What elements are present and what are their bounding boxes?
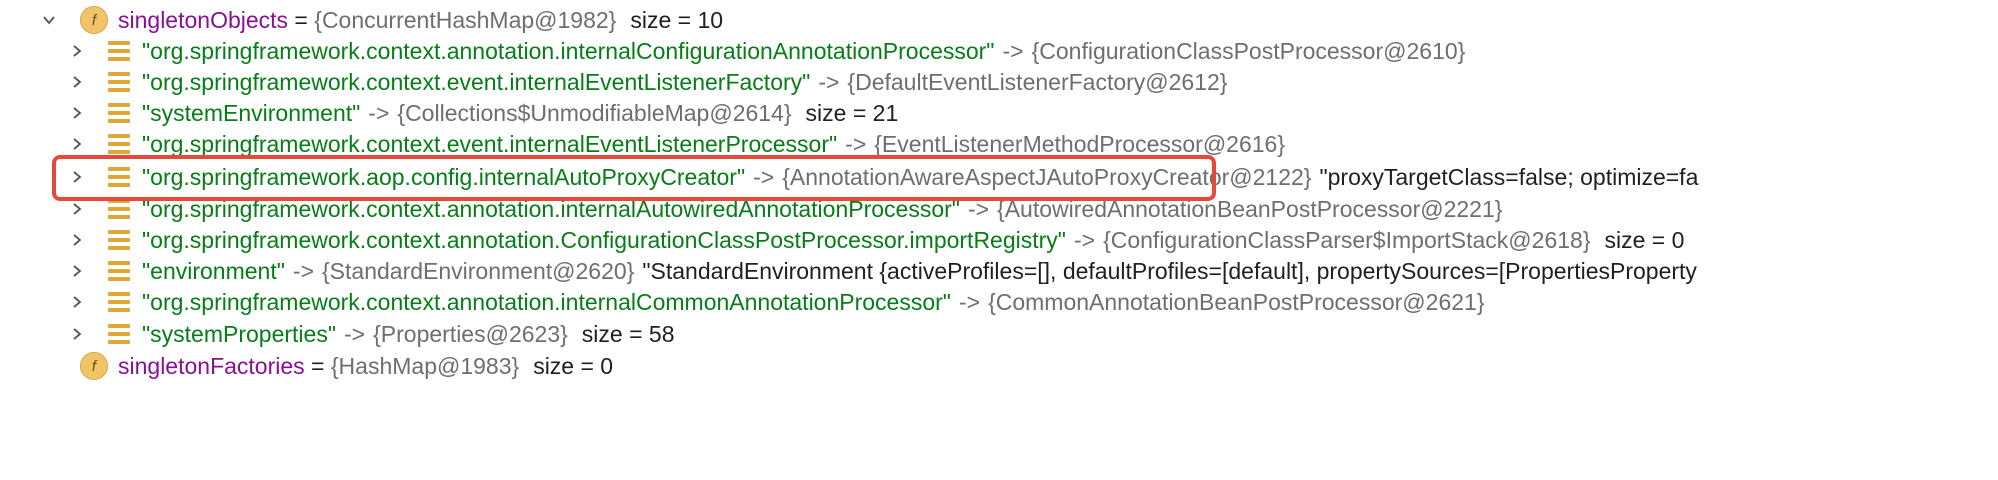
field-icon: f — [80, 352, 108, 380]
entry-value: {Properties@2623} — [373, 320, 568, 347]
chevron-right-icon[interactable] — [68, 200, 86, 218]
entry-arrow: -> — [1002, 37, 1024, 64]
tree-row-entry-highlighted[interactable]: "org.springframework.aop.config.internal… — [0, 157, 1998, 197]
entry-arrow: -> — [845, 130, 867, 157]
entry-arrow: -> — [344, 320, 366, 347]
entry-arrow: -> — [818, 68, 840, 95]
tree-row-entry[interactable]: "org.springframework.context.event.inter… — [0, 62, 1998, 102]
tree-row-entry[interactable]: "org.springframework.context.event.inter… — [0, 124, 1998, 164]
field-value: {ConcurrentHashMap@1982} — [314, 6, 617, 33]
entry-value: {AnnotationAwareAspectJAutoProxyCreator@… — [782, 163, 1312, 190]
entry-value: {AutowiredAnnotationBeanPostProcessor@22… — [997, 195, 1503, 222]
field-value: {HashMap@1983} — [330, 352, 520, 379]
field-name: singletonObjects — [118, 6, 289, 33]
tree-row-entry[interactable]: "systemProperties" -> {Properties@2623} … — [0, 314, 1998, 354]
entry-key: "org.springframework.context.annotation.… — [142, 288, 951, 315]
entry-extra: size = 58 — [581, 320, 675, 347]
map-entry-icon — [108, 133, 130, 155]
chevron-right-icon[interactable] — [68, 135, 86, 153]
chevron-right-icon[interactable] — [68, 262, 86, 280]
entry-key: "environment" — [142, 257, 285, 284]
chevron-right-icon[interactable] — [68, 293, 86, 311]
map-entry-icon — [108, 229, 130, 251]
tree-row-entry[interactable]: "org.springframework.context.annotation.… — [0, 31, 1998, 71]
entry-key: "org.springframework.context.annotation.… — [142, 226, 1066, 253]
map-entry-icon — [108, 291, 130, 313]
field-name: singletonFactories — [118, 352, 305, 379]
entry-key: "org.springframework.aop.config.internal… — [142, 163, 746, 190]
entry-extra: "proxyTargetClass=false; optimize=fa — [1319, 163, 1699, 190]
field-icon: f — [80, 6, 108, 34]
equals-sign: = — [288, 6, 315, 33]
entry-value: {DefaultEventListenerFactory@2612} — [847, 68, 1228, 95]
entry-extra: size = 21 — [805, 99, 899, 126]
entry-key: "systemEnvironment" — [142, 99, 361, 126]
tree-row-entry[interactable]: "environment" -> {StandardEnvironment@26… — [0, 251, 1998, 291]
chevron-right-icon[interactable] — [68, 73, 86, 91]
map-entry-icon — [108, 166, 130, 188]
entry-value: {EventListenerMethodProcessor@2616} — [874, 130, 1286, 157]
entry-arrow: -> — [958, 288, 981, 315]
tree-row-singleton-factories[interactable]: f singletonFactories = {HashMap@1983} si… — [0, 346, 1998, 386]
map-entry-icon — [108, 40, 130, 62]
entry-key: "org.springframework.context.event.inter… — [142, 68, 811, 95]
tree-row-singleton-objects[interactable]: f singletonObjects = {ConcurrentHashMap@… — [0, 0, 1998, 40]
entry-value: {StandardEnvironment@2620} — [322, 257, 635, 284]
entry-key: "org.springframework.context.annotation.… — [142, 195, 960, 222]
map-entry-icon — [108, 260, 130, 282]
chevron-right-icon[interactable] — [68, 168, 86, 186]
tree-row-entry[interactable]: "systemEnvironment" -> {Collections$Unmo… — [0, 93, 1998, 133]
entry-extra: "StandardEnvironment {activeProfiles=[],… — [642, 257, 1697, 284]
entry-arrow: -> — [1073, 226, 1096, 253]
map-entry-icon — [108, 198, 130, 220]
entry-arrow: -> — [368, 99, 390, 126]
chevron-right-icon[interactable] — [68, 325, 86, 343]
entry-value: {ConfigurationClassParser$ImportStack@26… — [1103, 226, 1591, 253]
entry-key: "org.springframework.context.annotation.… — [142, 37, 995, 64]
field-size: size = 0 — [533, 352, 614, 379]
entry-key: "systemProperties" — [142, 320, 336, 347]
chevron-right-icon[interactable] — [68, 42, 86, 60]
tree-row-entry[interactable]: "org.springframework.context.annotation.… — [0, 282, 1998, 322]
entry-value: {ConfigurationClassPostProcessor@2610} — [1031, 37, 1466, 64]
field-size: size = 10 — [630, 6, 724, 33]
chevron-right-icon[interactable] — [68, 104, 86, 122]
entry-arrow: -> — [753, 163, 775, 190]
entry-arrow: -> — [967, 195, 990, 222]
equals-sign: = — [304, 352, 331, 379]
chevron-right-icon[interactable] — [68, 231, 86, 249]
map-entry-icon — [108, 71, 130, 93]
entry-extra: size = 0 — [1604, 226, 1685, 253]
tree-row-entry[interactable]: "org.springframework.context.annotation.… — [0, 220, 1998, 260]
map-entry-icon — [108, 323, 130, 345]
entry-value: {CommonAnnotationBeanPostProcessor@2621} — [988, 288, 1485, 315]
entry-value: {Collections$UnmodifiableMap@2614} — [397, 99, 792, 126]
chevron-down-icon[interactable] — [40, 11, 58, 29]
entry-arrow: -> — [292, 257, 314, 284]
entry-key: "org.springframework.context.event.inter… — [142, 130, 838, 157]
map-entry-icon — [108, 102, 130, 124]
